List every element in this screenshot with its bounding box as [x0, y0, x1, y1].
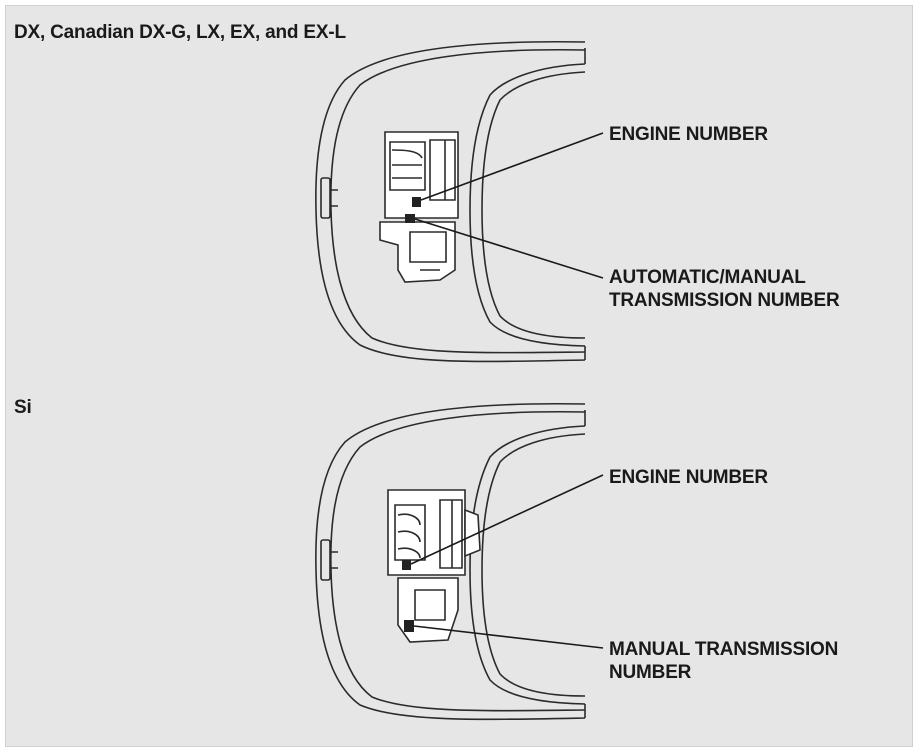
- section-heading-bottom: Si: [14, 397, 32, 418]
- transmission-leader-line-bottom: [413, 625, 604, 649]
- transmission-number-stamp-bottom: [404, 620, 414, 632]
- car-outline-bottom: [315, 402, 586, 721]
- transmission-leader-line-top: [414, 218, 604, 279]
- engine-leader-line-top: [420, 132, 604, 201]
- engine-number-label-top: ENGINE NUMBER: [609, 124, 768, 145]
- engine-number-stamp-bottom: [402, 560, 411, 570]
- transmission-number-label-top-line1: AUTOMATIC/MANUAL: [609, 267, 806, 288]
- diagram-frame: [5, 5, 913, 747]
- engine-leader-line-bottom: [410, 474, 604, 565]
- engine-block-bottom: [387, 489, 481, 576]
- transmission-block-bottom: [397, 577, 459, 643]
- transmission-block-top: [379, 221, 456, 283]
- engine-block-top: [384, 131, 459, 219]
- transmission-number-label-top-line2: TRANSMISSION NUMBER: [609, 290, 840, 311]
- car-outline-top: [315, 40, 586, 363]
- engine-number-label-bottom: ENGINE NUMBER: [609, 467, 768, 488]
- section-heading-top: DX, Canadian DX-G, LX, EX, and EX-L: [14, 22, 346, 43]
- transmission-number-stamp-top: [405, 214, 415, 223]
- engine-number-stamp-top: [412, 197, 421, 207]
- transmission-number-label-bottom-line2: NUMBER: [609, 662, 692, 683]
- transmission-number-label-bottom-line1: MANUAL TRANSMISSION: [609, 639, 839, 660]
